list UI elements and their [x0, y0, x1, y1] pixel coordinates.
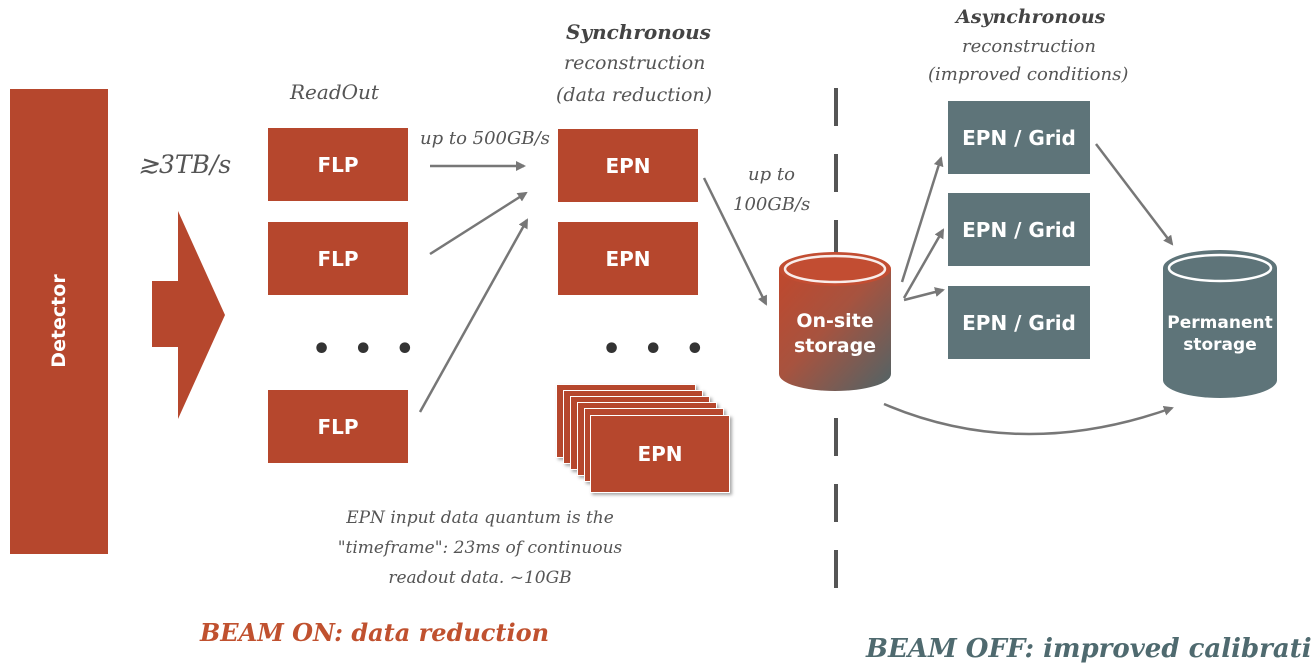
flp-box-1: FLP: [268, 128, 408, 201]
epn-grid-box-1: EPN / Grid: [948, 101, 1090, 174]
sync-subtitle-1: reconstruction: [564, 52, 706, 74]
onsite-storage-line1: On-site: [796, 310, 874, 332]
permanent-storage-label: Permanent storage: [1163, 312, 1277, 356]
beam-on-label: BEAM ON: data reduction: [200, 618, 550, 647]
beam-off-label: BEAM OFF: improved calibration: [866, 634, 1312, 664]
arrow-storage-grid3: [903, 287, 945, 302]
permanent-storage-line1: Permanent: [1167, 313, 1273, 333]
flp-ellipsis: • • •: [312, 332, 421, 367]
epn-storage-rate-line2: 100GB/s: [733, 194, 811, 215]
flp-box-2: FLP: [268, 222, 408, 295]
onsite-storage-label: On-site storage: [779, 309, 891, 358]
epn-grid-box-2: EPN / Grid: [948, 193, 1090, 266]
note-line-1: EPN input data quantum is the: [346, 508, 614, 528]
permanent-storage-cylinder: [1163, 250, 1277, 398]
timeframe-note: EPN input data quantum is the "timeframe…: [300, 503, 660, 593]
async-subtitle-2: (improved conditions): [928, 64, 1129, 85]
epn-grid-box-3: EPN / Grid: [948, 286, 1090, 359]
epn-box-2: EPN: [558, 222, 698, 295]
sync-title: Synchronous: [566, 20, 711, 44]
note-line-2: "timeframe": 23ms of continuous: [337, 538, 623, 558]
detector-block: Detector: [10, 89, 108, 554]
onsite-storage-line2: storage: [793, 334, 877, 357]
arrow-curve-storage-permanent: [883, 402, 1174, 436]
arrow-grid-permanent: [1095, 143, 1174, 246]
onsite-storage-cylinder: [779, 252, 891, 391]
readout-title: ReadOut: [290, 80, 379, 104]
note-line-3: readout data. ~10GB: [388, 568, 572, 588]
async-title: Asynchronous: [956, 6, 1106, 28]
epn-storage-rate-line1: up to: [748, 164, 795, 185]
epn-box-3: EPN: [590, 415, 730, 493]
arrow-flp2-epn: [429, 191, 528, 256]
epn-ellipsis: • • •: [602, 332, 711, 367]
arrow-epn-storage: [702, 177, 768, 306]
flp-box-3: FLP: [268, 390, 408, 463]
arrow-storage-grid1: [900, 156, 944, 283]
arrow-storage-grid2: [902, 228, 945, 299]
flp-epn-rate-label: up to 500GB/s: [420, 128, 550, 149]
arrow-flp3-epn: [418, 218, 529, 413]
permanent-storage-line2: storage: [1183, 335, 1257, 356]
async-subtitle-1: reconstruction: [962, 36, 1096, 57]
input-rate-label: ≳3TB/s: [138, 150, 232, 179]
epn-box-1: EPN: [558, 129, 698, 202]
sync-subtitle-2: (data reduction): [556, 84, 713, 106]
